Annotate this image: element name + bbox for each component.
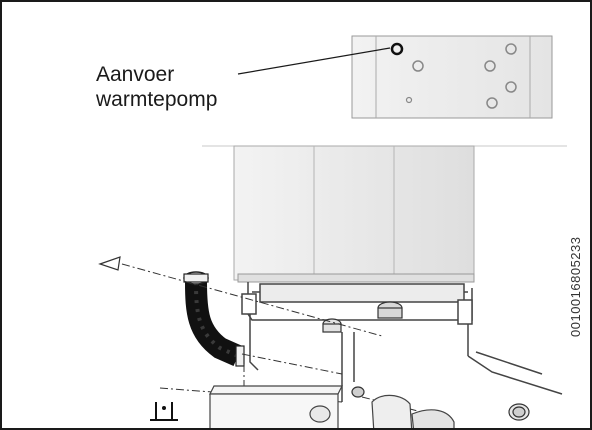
document-id: 0010016805233 — [568, 236, 583, 338]
callout-line-2: warmtepomp — [96, 88, 218, 111]
flexible-hose — [183, 271, 245, 367]
flow-connection-callout: Aanvoer warmtepomp — [96, 62, 217, 112]
callout-leader-line — [237, 47, 391, 75]
direction-arrow-icon — [98, 256, 121, 271]
clamp-symbol-icon — [150, 402, 178, 421]
flow-connection-highlight — [390, 42, 404, 56]
connection-plate-detail — [351, 35, 553, 119]
appliance-cabinet — [233, 145, 475, 283]
pipe-connections — [322, 301, 530, 421]
base-unit — [209, 385, 455, 428]
mounting-bracket — [241, 282, 563, 402]
callout-line-1: Aanvoer — [96, 63, 175, 86]
